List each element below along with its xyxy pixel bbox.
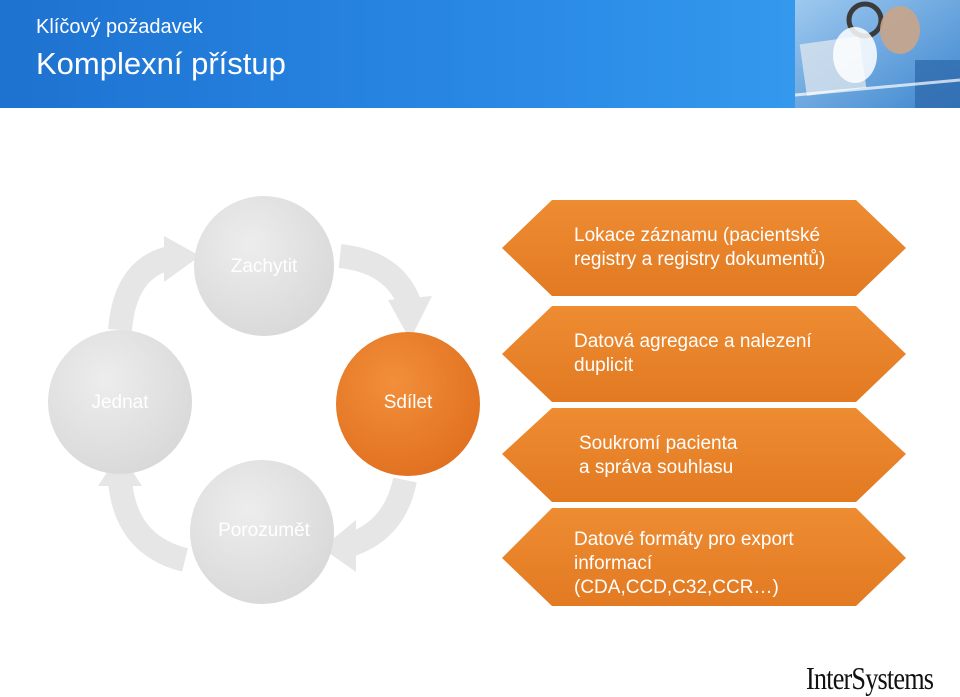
cycle-arrow-bottom: [322, 477, 417, 572]
slide-subtitle: Klíčový požadavek: [36, 16, 203, 38]
slide-title: Komplexní přístup: [36, 46, 286, 81]
act-circle: [48, 330, 192, 474]
requirement-text-3: Soukromí pacienta a správa souhlasu: [579, 433, 738, 478]
requirement-hexagon-1: [502, 200, 906, 296]
requirement-hexagon-2: [502, 306, 906, 402]
cycle-diagram: [48, 196, 480, 604]
capture-label: Zachytit: [230, 256, 298, 277]
share-circle: [336, 332, 480, 476]
capture-circle: [194, 196, 334, 336]
requirement-text-2: Datová agregace a nalezení duplicit: [574, 331, 812, 376]
cycle-arrow-top: [338, 244, 432, 340]
requirement-hexagon-4: [502, 508, 906, 606]
act-label: Jednat: [91, 392, 149, 413]
requirement-text-1: Lokace záznamu (pacientské registry a re…: [574, 225, 826, 270]
share-label: Sdílet: [383, 392, 433, 413]
intersystems-logo: InterSystems: [806, 660, 934, 696]
requirement-hexagon-3: [502, 408, 906, 502]
doctor-photo-icon: [795, 0, 960, 108]
understand-label: Porozumět: [218, 520, 310, 541]
requirement-text-4: Datové formáty pro export informací (CDA…: [574, 529, 794, 598]
slide-header: Klíčový požadavek Komplexní přístup: [0, 0, 960, 108]
understand-circle: [190, 460, 334, 604]
cycle-arrow-left-top: [108, 236, 200, 332]
requirements-hexagons: [502, 200, 906, 606]
